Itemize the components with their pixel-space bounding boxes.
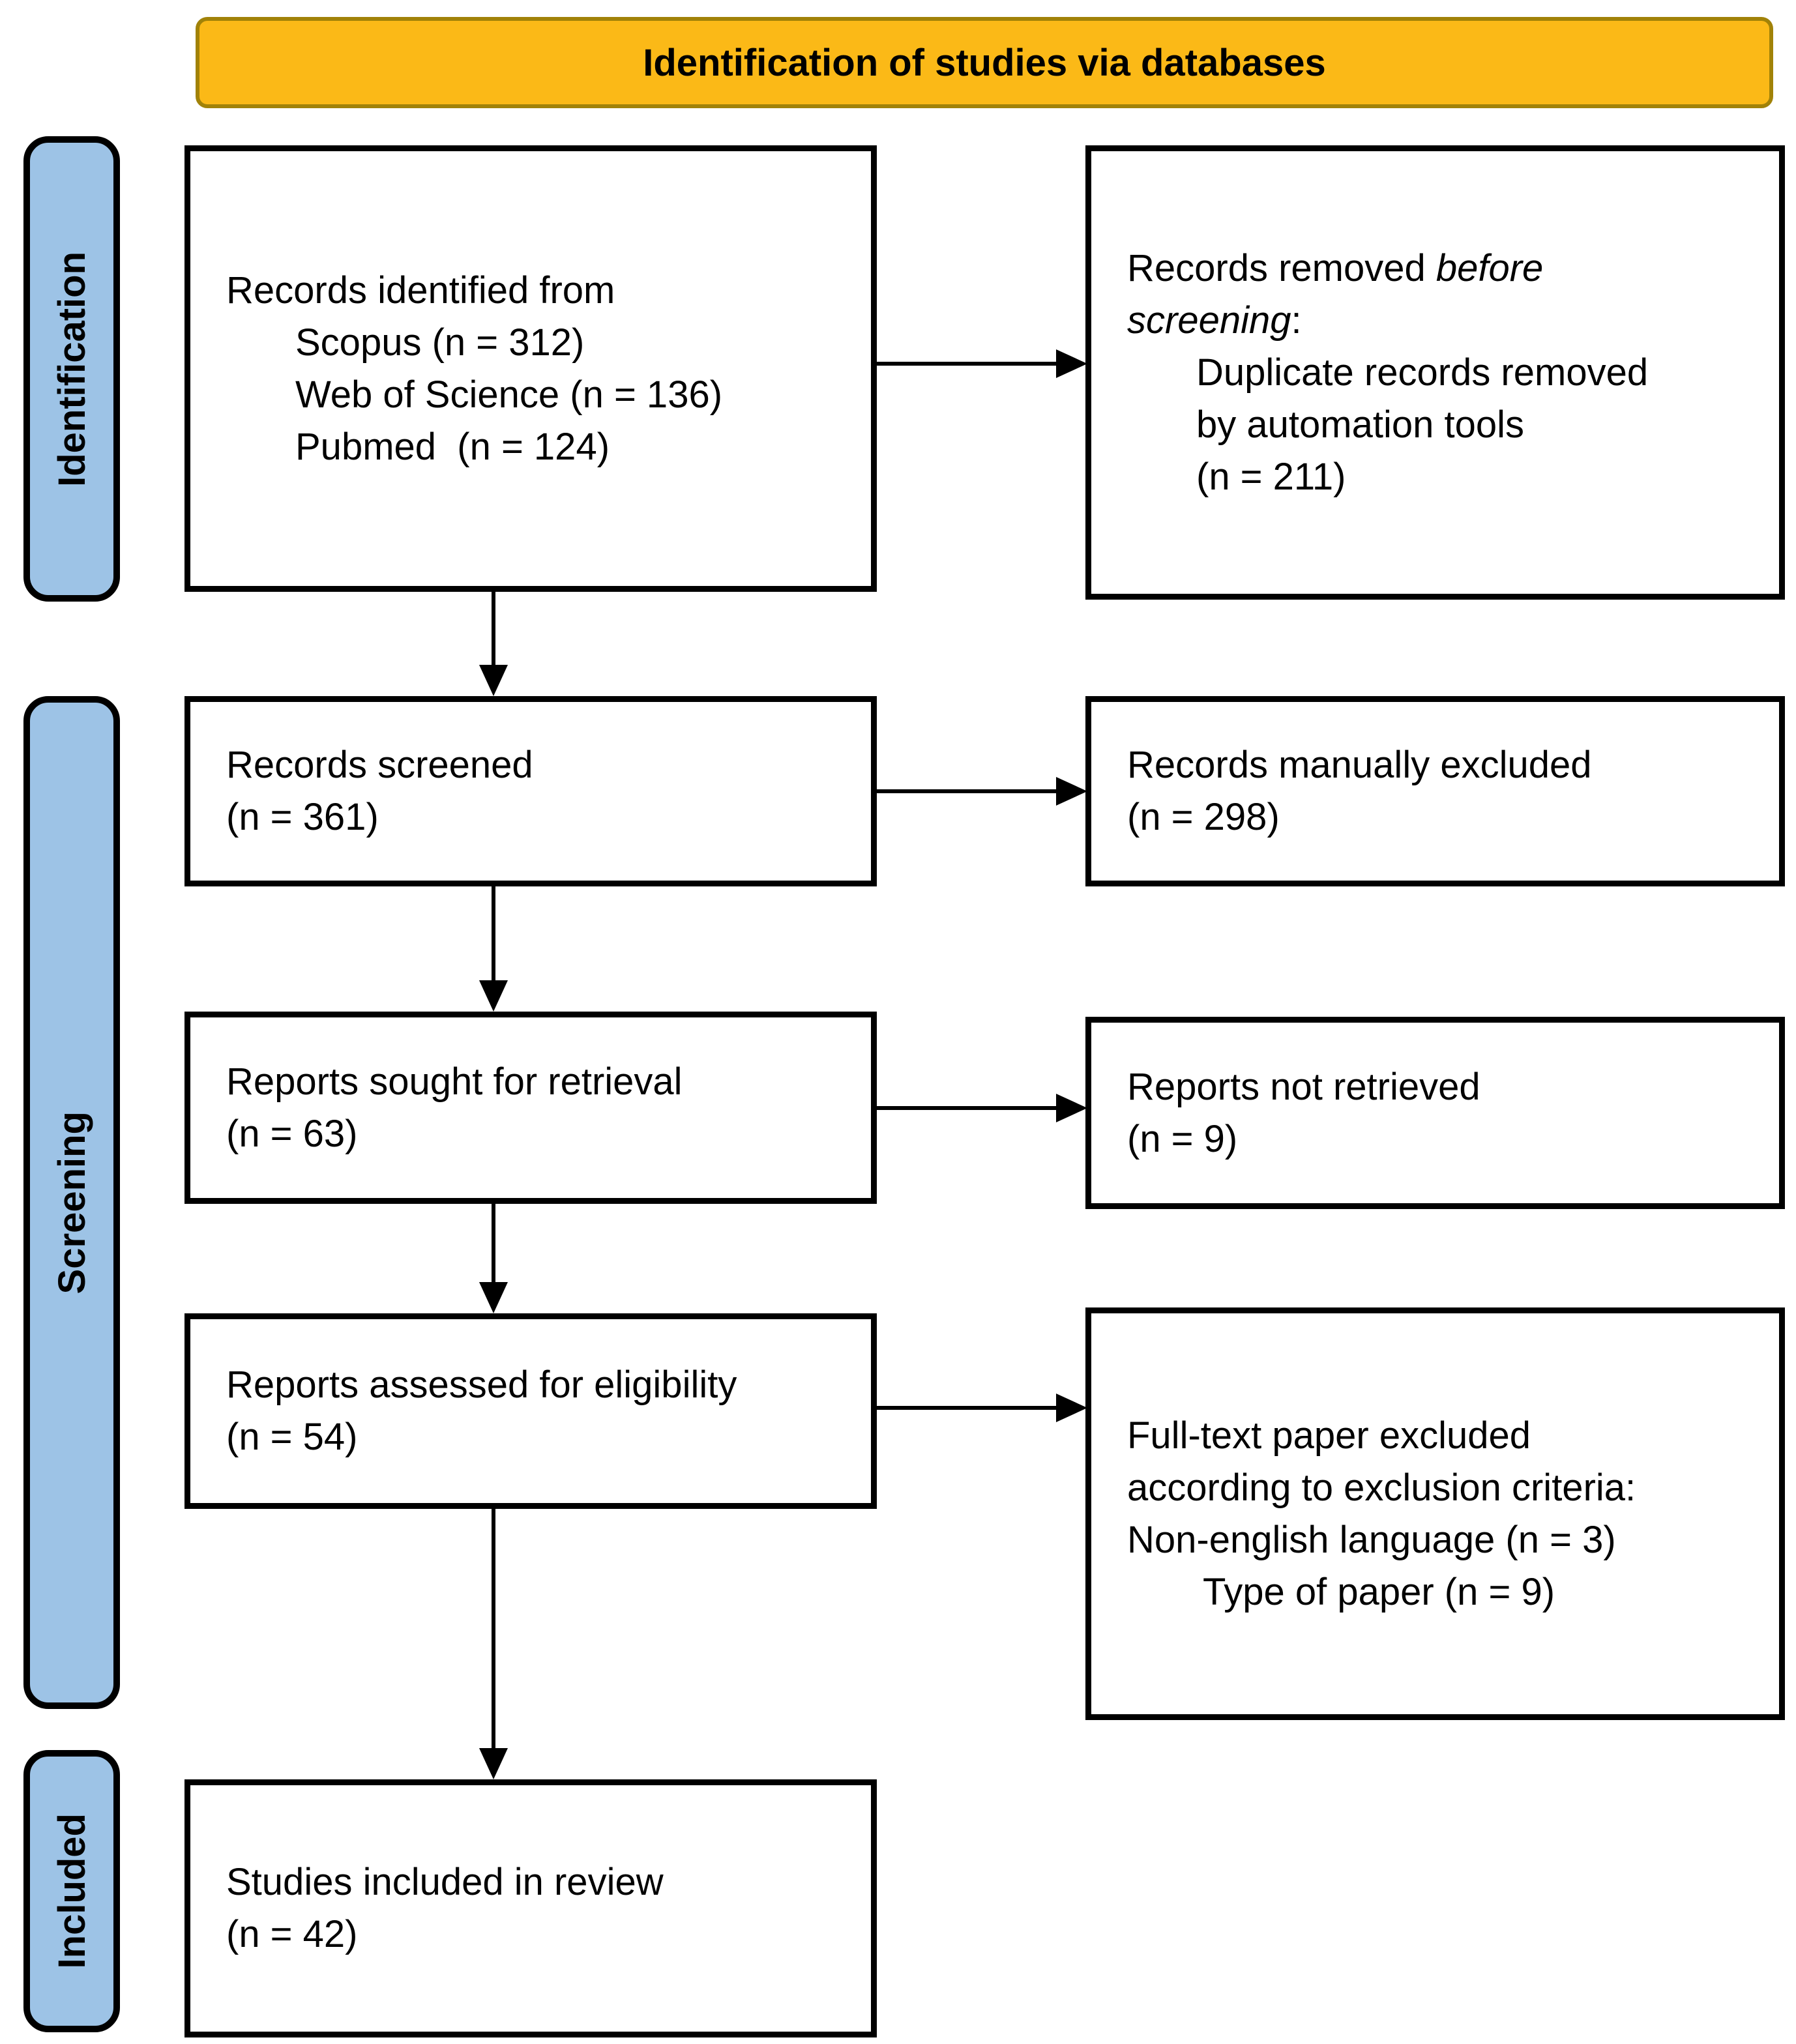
arrow-sought-to-assessed-head <box>479 1282 508 1313</box>
title-text: Identification of studies via databases <box>643 41 1326 84</box>
arrow-sought-to-notretrieved-head <box>1056 1094 1087 1122</box>
arrow-assessed-to-included-line <box>492 1509 495 1749</box>
records-screened-title: Records screened <box>226 744 533 786</box>
box-records-screened: Records screened (n = 361) <box>184 696 877 886</box>
box-records-identified: Records identified from Scopus (n = 312)… <box>184 145 877 592</box>
arrow-identified-to-screened-line <box>492 592 495 666</box>
reports-sought-count: (n = 63) <box>226 1112 358 1155</box>
records-removed-line1-italic: before <box>1435 246 1544 289</box>
arrow-sought-to-notretrieved-line <box>877 1106 1056 1110</box>
stage-identification: Identification <box>23 136 120 602</box>
records-removed-line2: screening: <box>1127 295 1763 347</box>
arrow-screened-to-excluded-line <box>877 789 1056 793</box>
fulltext-excluded-line-3: Non-english language (n = 3) <box>1127 1518 1616 1561</box>
records-removed-detail-1: Duplicate records removed <box>1196 351 1649 394</box>
records-identified-source-scopus: Scopus (n = 312) <box>295 321 585 364</box>
reports-not-retrieved-count: (n = 9) <box>1127 1117 1238 1160</box>
box-records-manually-excluded: Records manually excluded (n = 298) <box>1085 696 1785 886</box>
records-removed-detail-count: (n = 211) <box>1196 455 1346 498</box>
arrow-identified-to-screened-head <box>479 665 508 696</box>
box-reports-assessed: Reports assessed for eligibility (n = 54… <box>184 1313 877 1509</box>
box-studies-included: Studies included in review (n = 42) <box>184 1779 877 2037</box>
box-reports-not-retrieved: Reports not retrieved (n = 9) <box>1085 1017 1785 1209</box>
stage-included: Included <box>23 1750 120 2032</box>
arrow-identified-to-removed-line <box>877 362 1056 366</box>
reports-assessed-title: Reports assessed for eligibility <box>226 1364 737 1406</box>
fulltext-excluded-line-1: Full-text paper excluded <box>1127 1414 1531 1457</box>
reports-sought-title: Reports sought for retrieval <box>226 1060 683 1103</box>
records-identified-source-pubmed: Pubmed (n = 124) <box>295 425 610 468</box>
arrow-assessed-to-included-head <box>479 1748 508 1779</box>
studies-included-count: (n = 42) <box>226 1913 358 1955</box>
studies-included-title: Studies included in review <box>226 1861 664 1903</box>
arrow-assessed-to-fulltextexcluded-line <box>877 1406 1056 1410</box>
records-identified-source-wos: Web of Science (n = 136) <box>295 373 723 416</box>
fulltext-excluded-line-2: according to exclusion criteria: <box>1127 1466 1636 1509</box>
records-removed-detail-2: by automation tools <box>1196 403 1524 446</box>
stage-screening: Screening <box>23 696 120 1709</box>
stage-included-label: Included <box>50 1813 93 1969</box>
reports-not-retrieved-title: Reports not retrieved <box>1127 1065 1480 1108</box>
arrow-identified-to-removed-head <box>1056 349 1087 378</box>
records-removed-line2-text: : <box>1291 299 1302 342</box>
reports-assessed-count: (n = 54) <box>226 1416 358 1458</box>
box-reports-sought: Reports sought for retrieval (n = 63) <box>184 1012 877 1204</box>
stage-screening-label: Screening <box>50 1111 93 1294</box>
fulltext-excluded-line-4: Type of paper (n = 9) <box>1203 1570 1555 1613</box>
records-removed-line1-text: Records removed <box>1127 246 1436 289</box>
records-identified-intro: Records identified from <box>226 269 615 312</box>
arrow-screened-to-sought-head <box>479 980 508 1012</box>
records-manually-excluded-title: Records manually excluded <box>1127 744 1592 786</box>
stage-identification-label: Identification <box>50 251 93 487</box>
title-banner: Identification of studies via databases <box>196 17 1773 108</box>
records-removed-line2-italic: screening <box>1127 299 1291 342</box>
arrow-assessed-to-fulltextexcluded-head <box>1056 1394 1087 1422</box>
records-manually-excluded-count: (n = 298) <box>1127 796 1280 838</box>
box-fulltext-excluded: Full-text paper excluded according to ex… <box>1085 1307 1785 1720</box>
arrow-sought-to-assessed-line <box>492 1204 495 1283</box>
arrow-screened-to-excluded-head <box>1056 777 1087 806</box>
records-screened-count: (n = 361) <box>226 796 379 838</box>
records-removed-line1: Records removed before <box>1127 242 1763 295</box>
arrow-screened-to-sought-line <box>492 886 495 982</box>
box-records-removed: Records removed before screening: Duplic… <box>1085 145 1785 600</box>
